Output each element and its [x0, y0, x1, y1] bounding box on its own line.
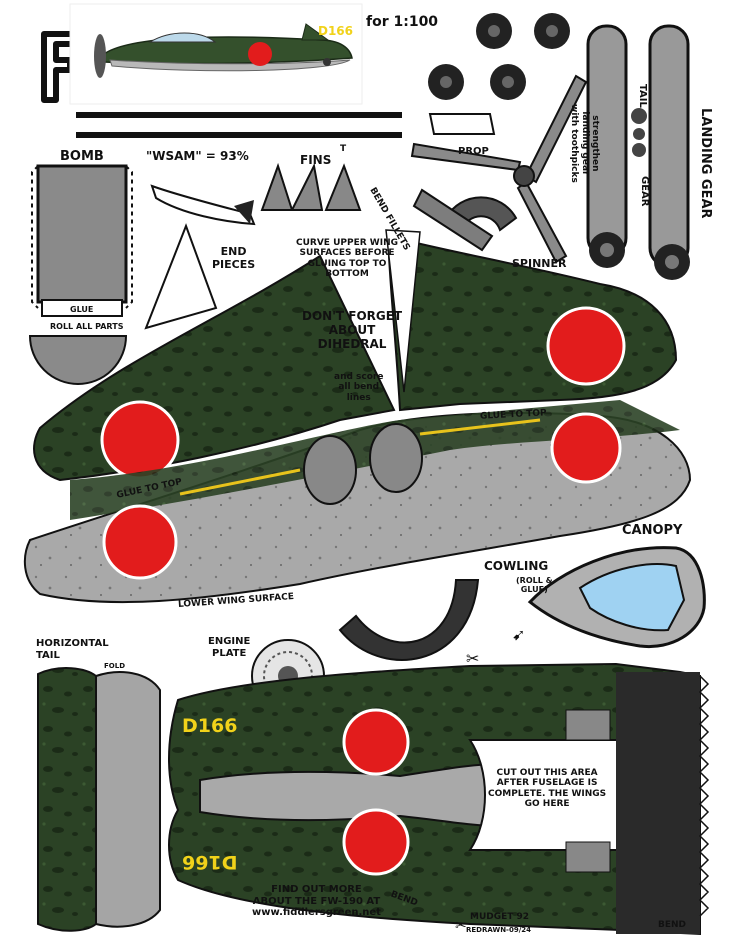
fuselage-code-bottom: D166: [182, 850, 238, 873]
header-stripe-top: [76, 112, 402, 118]
upper-wing-right: [386, 234, 678, 412]
wing-fillet-piece: [385, 229, 421, 393]
cutout-note: CUT OUT THIS AREA AFTER FUSELAGE IS COMP…: [488, 768, 607, 810]
bomb-roll-piece: [28, 335, 128, 385]
lower-wing: [23, 400, 692, 604]
propeller-part: [410, 74, 588, 264]
scissors-icon: ✂: [466, 649, 479, 668]
horizontal-tail-label: HORIZONTAL TAIL: [36, 638, 109, 661]
spinner-part: [412, 188, 518, 252]
fuselage-part: [168, 662, 710, 936]
strengthen-note: strengthen landing gear with toothpicks: [569, 104, 600, 183]
bomb-label: BOMB: [60, 149, 104, 164]
prop-label: PROP: [458, 146, 489, 157]
end-pieces-label: END PIECES: [212, 245, 256, 271]
score-note: and score all bend lines: [334, 372, 384, 403]
curve-note: CURVE UPPER WING SURFACES BEFORE GLUING …: [296, 238, 398, 280]
bomb-illustration: [150, 184, 256, 226]
fins-label: FINS: [300, 153, 332, 167]
find-out-more-note: FIND OUT MORE ABOUT THE FW-190 AT www.fi…: [252, 884, 381, 918]
dihedral-note: DON'T FORGET ABOUT DIHEDRAL: [302, 309, 403, 351]
cowling-strip: [338, 579, 480, 661]
spinner-label: SPINNER: [512, 257, 567, 270]
header-plane-code: D166: [318, 24, 353, 38]
cowling-label: COWLING: [484, 559, 549, 573]
horizontal-tail-part: [37, 667, 161, 932]
wsam-label: "WSAM" = 93%: [146, 149, 249, 163]
header-stripe-bottom: [76, 132, 402, 138]
fold-label: FOLD: [104, 662, 126, 670]
credit-label: MUDGET 92: [470, 912, 530, 922]
upper-wing-left: [33, 254, 396, 482]
gear-label: GEAR: [639, 176, 650, 207]
end-pieces-part: [144, 223, 218, 330]
fins-marker: T: [340, 144, 347, 154]
bomb-part: [31, 164, 133, 317]
pointer-arrow-icon: ➹: [512, 625, 525, 644]
cowling-sub-label: (ROLL & GLUE): [516, 576, 553, 595]
wheel-parts: [428, 13, 570, 100]
gear-door-part: [428, 113, 496, 135]
engine-plate-label: ENGINE PLATE: [208, 636, 251, 659]
landing-gear-left: [586, 24, 628, 268]
landing-gear-label: LANDING GEAR: [698, 108, 713, 219]
tail-gear-part: [631, 108, 647, 157]
fin-parts: [260, 162, 362, 211]
bomb-glue-label: GLUE: [70, 305, 94, 314]
fuselage-code-top: D166: [182, 715, 238, 737]
landing-gear-right: [648, 24, 690, 280]
scale-label: for 1:100: [366, 14, 439, 30]
roll-all-parts-label: ROLL ALL PARTS: [50, 322, 124, 331]
canopy-part: [527, 546, 706, 649]
canopy-label: CANOPY: [622, 523, 683, 538]
header-airplane-illustration: [69, 3, 363, 105]
redrawn-label: REDRAWN-09/24: [466, 926, 531, 934]
bend-right-label: BEND: [658, 920, 687, 930]
scissors-icon-2: ✂: [455, 918, 467, 934]
tail-label: TAIL: [637, 84, 648, 108]
